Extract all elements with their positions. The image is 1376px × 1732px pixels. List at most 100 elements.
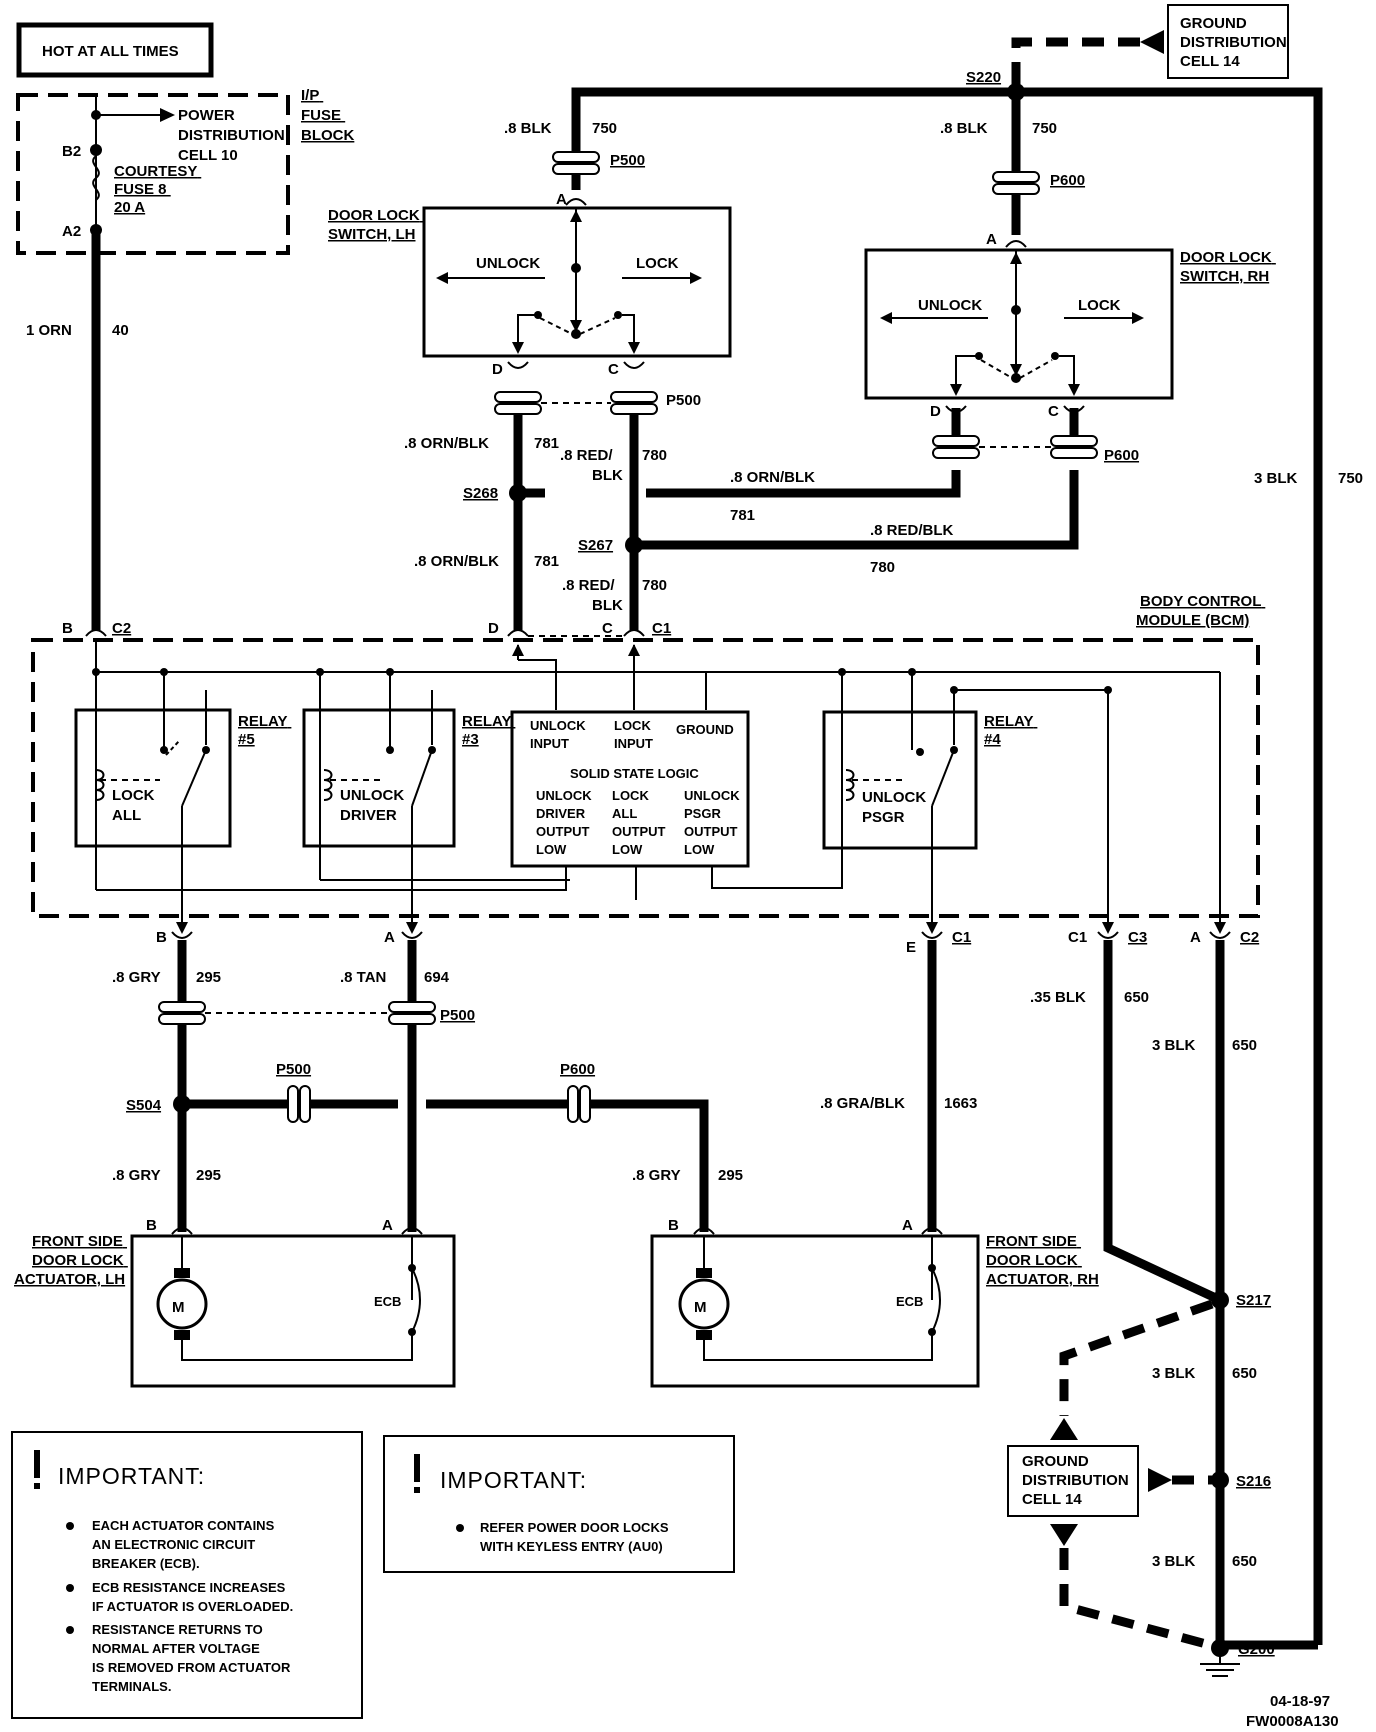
important-1-bullet-2: ECB RESISTANCE INCREASES IF ACTUATOR IS …: [92, 1580, 293, 1614]
logic-output-lock-all: LOCK ALL OUTPUT LOW: [612, 788, 669, 857]
wire-label-295-3: 295: [718, 1167, 743, 1184]
connector-p500-top-label: P500: [610, 152, 645, 169]
relay-3-title: RELAY #3: [462, 713, 515, 748]
bcm-bot-pin-a: A: [384, 929, 395, 946]
ground-arrow-right-icon: [1148, 1468, 1172, 1492]
bcm-bot-pin-c1: C1: [1068, 929, 1087, 946]
bcm-bot-c1: C1: [952, 929, 971, 946]
relay-5: [74, 708, 232, 848]
solid-state-logic: [510, 710, 750, 868]
actuator-lh-pin-a: A: [382, 1217, 393, 1234]
splice-s267-label: S267: [578, 537, 613, 554]
important-1-bullet-1: EACH ACTUATOR CONTAINS AN ELECTRONIC CIR…: [92, 1518, 278, 1571]
connector-p600-mid-label: P600: [1104, 447, 1139, 464]
connector-p600-top-label: P600: [1050, 172, 1085, 189]
switch-rh-lock-label: LOCK: [1078, 297, 1121, 314]
wire-label-40: 40: [112, 322, 129, 339]
important-2-title: IMPORTANT:: [440, 1467, 587, 1493]
fuse-pin-b2: [90, 144, 102, 156]
important-2-exclamation-icon: [414, 1454, 420, 1482]
courtesy-fuse-label: COURTESY FUSE 8 20 A: [114, 163, 201, 216]
switch-rh-title: DOOR LOCK SWITCH, RH: [1180, 249, 1276, 285]
logic-lock-input: LOCK INPUT: [614, 718, 654, 751]
relay-3-coil-label: UNLOCK DRIVER: [340, 787, 408, 824]
actuator-rh-ecb-label: ECB: [896, 1294, 923, 1309]
relay-4-title: RELAY #4: [984, 713, 1037, 748]
actuator-lh-motor-icon: [156, 1278, 208, 1330]
switch-lh-pin-c: C: [608, 361, 619, 378]
connector-p500-bot-a: [388, 1001, 436, 1013]
relay-5-coil-label: LOCK ALL: [112, 787, 159, 824]
wire-label-650-a: 650: [1124, 989, 1149, 1006]
relay-4: [822, 710, 978, 850]
switch-lh-pin-a: A: [556, 191, 567, 208]
wire-label-650-c: 650: [1232, 1365, 1257, 1382]
connector-p600-mid-c: [1050, 435, 1098, 447]
bcm-bot-c3: C3: [1128, 929, 1147, 946]
power-distribution-arrow-icon: [160, 108, 175, 122]
ground-distribution-bottom-label: GROUND DISTRIBUTION CELL 14: [1022, 1453, 1133, 1508]
ground-dash-top: [1011, 37, 1140, 92]
ground-dash-g200: [1059, 1548, 1212, 1650]
relay-3: [302, 708, 456, 848]
splice-s217: [1211, 1291, 1229, 1309]
bcm-title: BODY CONTROL MODULE (BCM): [1136, 593, 1265, 629]
actuator-lh-motor-label: M: [172, 1299, 185, 1316]
fuse-pin-a2-label: A2: [62, 223, 81, 240]
actuator-lh-pin-b: B: [146, 1217, 157, 1234]
relay-3-coil-icon: [323, 769, 333, 801]
wire-gry-295-rh: [182, 1099, 709, 1232]
door-lock-switch-rh: [864, 248, 1174, 400]
actuator-rh: [650, 1234, 980, 1388]
wire-label-8blk-l: .8 BLK: [504, 120, 552, 137]
actuator-rh-title: FRONT SIDE DOOR LOCK ACTUATOR, RH: [986, 1233, 1099, 1288]
switch-lh-unlock-label: UNLOCK: [476, 255, 540, 272]
body-control-module-box: [31, 638, 1260, 918]
hot-at-all-times-box: [16, 22, 214, 78]
important-2-bullet-1: REFER POWER DOOR LOCKS WITH KEYLESS ENTR…: [480, 1520, 672, 1554]
wire-label-3blk: 3 BLK: [1254, 470, 1298, 487]
splice-s216: [1211, 1471, 1229, 1489]
bcm-bot-c2: C2: [1240, 929, 1259, 946]
splice-s268-label: S268: [463, 485, 498, 502]
wire-label-8red-2: .8 RED/: [562, 577, 615, 594]
actuator-rh-pin-b: B: [668, 1217, 679, 1234]
logic-output-unlock-driver: UNLOCK DRIVER OUTPUT LOW: [536, 788, 595, 857]
ground-g200-label: G200: [1238, 1641, 1275, 1658]
switch-lh-unlock-arrow-icon: [436, 272, 448, 284]
wire-label-8ornblk-1: .8 ORN/BLK: [404, 435, 489, 452]
wire-label-295-2: 295: [196, 1167, 221, 1184]
logic-title: SOLID STATE LOGIC: [570, 766, 699, 781]
connector-p500-mid-c: [610, 391, 658, 403]
relay-5-coil-icon: [95, 769, 105, 801]
wire-label-3blk-d: 3 BLK: [1152, 1553, 1196, 1570]
fuse-icon: [92, 155, 100, 201]
important-box-2: [383, 1435, 735, 1573]
wire-label-8gry-3: .8 GRY: [632, 1167, 681, 1184]
wire-blk-650-c3: [1103, 940, 1222, 1305]
connector-p500-h: [287, 1085, 299, 1123]
logic-ground: GROUND: [676, 722, 734, 737]
bcm-bot-pin-a2: A: [1190, 929, 1201, 946]
switch-lh-lock-arrow-icon: [690, 272, 702, 284]
wire-label-650-b: 650: [1232, 1037, 1257, 1054]
connector-p500-bot-label: P500: [440, 1007, 475, 1024]
wire-label-780-2: 780: [642, 577, 667, 594]
switch-rh-pin-a: A: [986, 231, 997, 248]
wire-red-blk-780-rh: [634, 470, 1079, 550]
bcm-top-c1: C1: [652, 620, 671, 637]
connector-p500-mid-d: [494, 391, 542, 403]
wire-label-blk-1: BLK: [592, 467, 623, 484]
power-distribution-label: POWER DISTRIBUTION CELL 10: [178, 107, 289, 164]
wire-label-8gry-1: .8 GRY: [112, 969, 161, 986]
wire-label-1orn: 1 ORN: [26, 322, 72, 339]
relay-4-coil-label: UNLOCK PSGR: [862, 789, 930, 826]
wire-label-8red-1: .8 RED/: [560, 447, 613, 464]
wire-label-1663: 1663: [944, 1095, 977, 1112]
bcm-top-pin-b: B: [62, 620, 73, 637]
important-1-bullet-3: RESISTANCE RETURNS TO NORMAL AFTER VOLTA…: [92, 1622, 294, 1694]
important-1-exclamation-icon: [34, 1450, 40, 1478]
wire-label-blk-2: BLK: [592, 597, 623, 614]
wire-label-8redblk-h: .8 RED/BLK: [870, 522, 954, 539]
